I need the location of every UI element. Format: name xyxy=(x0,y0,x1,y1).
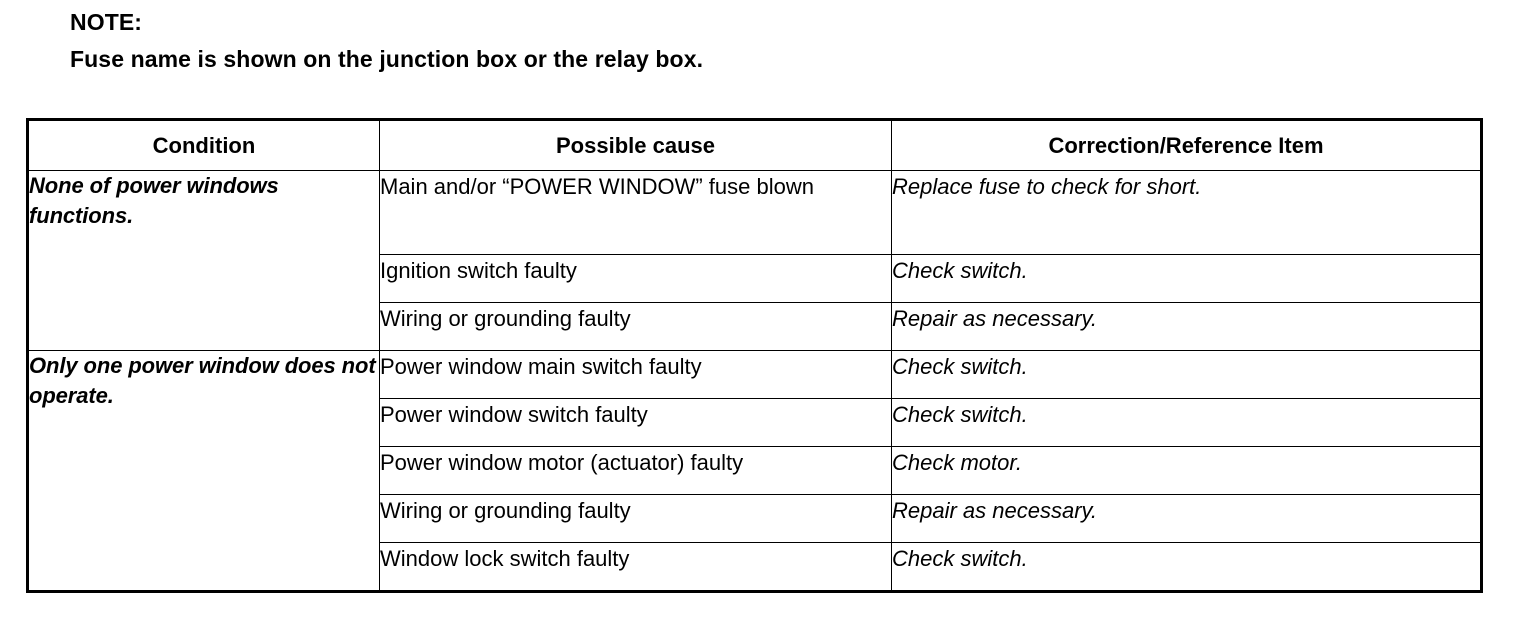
cause-cell: Main and/or “POWER WINDOW” fuse blown xyxy=(379,170,892,255)
table-row: Ignition switch faulty Check switch. xyxy=(28,254,1482,303)
column-header-possible-cause: Possible cause xyxy=(379,119,892,171)
correction-cell: Check switch. xyxy=(891,350,1482,399)
correction-cell: Check motor. xyxy=(891,446,1482,495)
cause-cell: Power window main switch faulty xyxy=(379,350,892,399)
note-body: Fuse name is shown on the junction box o… xyxy=(70,46,704,72)
correction-cell: Repair as necessary. xyxy=(891,494,1482,543)
table-row: Power window switch faulty Check switch. xyxy=(28,398,1482,447)
correction-cell: Replace fuse to check for short. xyxy=(891,170,1482,255)
condition-text: Only one power window does not operate. xyxy=(29,353,376,408)
note-heading: NOTE: xyxy=(70,9,143,35)
troubleshooting-table: Condition Possible cause Correction/Refe… xyxy=(26,118,1483,593)
table-row: None of power windows functions. Main an… xyxy=(27,170,1482,351)
cause-cell: Ignition switch faulty xyxy=(379,254,892,303)
table-row: Wiring or grounding faulty Repair as nec… xyxy=(28,494,1482,543)
correction-cell: Repair as necessary. xyxy=(891,302,1482,351)
cause-cell: Wiring or grounding faulty xyxy=(379,302,892,351)
table-header-row: Condition Possible cause Correction/Refe… xyxy=(27,119,1482,171)
cause-cell: Power window switch faulty xyxy=(379,398,892,447)
cause-cell: Window lock switch faulty xyxy=(379,542,892,592)
table-row: Window lock switch faulty Check switch. xyxy=(28,542,1482,592)
condition-cell-group-2: Only one power window does not operate. xyxy=(27,350,380,592)
column-header-condition: Condition xyxy=(27,119,380,171)
table-row: Only one power window does not operate. … xyxy=(27,350,1482,592)
troubleshooting-table-wrapper: Condition Possible cause Correction/Refe… xyxy=(26,118,1483,593)
cause-cell: Power window motor (actuator) faulty xyxy=(379,446,892,495)
note-block: NOTE: Fuse name is shown on the junction… xyxy=(70,4,1070,78)
correction-cell: Check switch. xyxy=(891,398,1482,447)
cause-cell: Wiring or grounding faulty xyxy=(379,494,892,543)
table-row: Power window motor (actuator) faulty Che… xyxy=(28,446,1482,495)
correction-cell: Check switch. xyxy=(891,542,1482,592)
column-header-correction: Correction/Reference Item xyxy=(891,119,1482,171)
correction-cell: Check switch. xyxy=(891,254,1482,303)
condition-cell-group-1: None of power windows functions. xyxy=(27,170,380,351)
condition-text: None of power windows functions. xyxy=(29,173,279,228)
